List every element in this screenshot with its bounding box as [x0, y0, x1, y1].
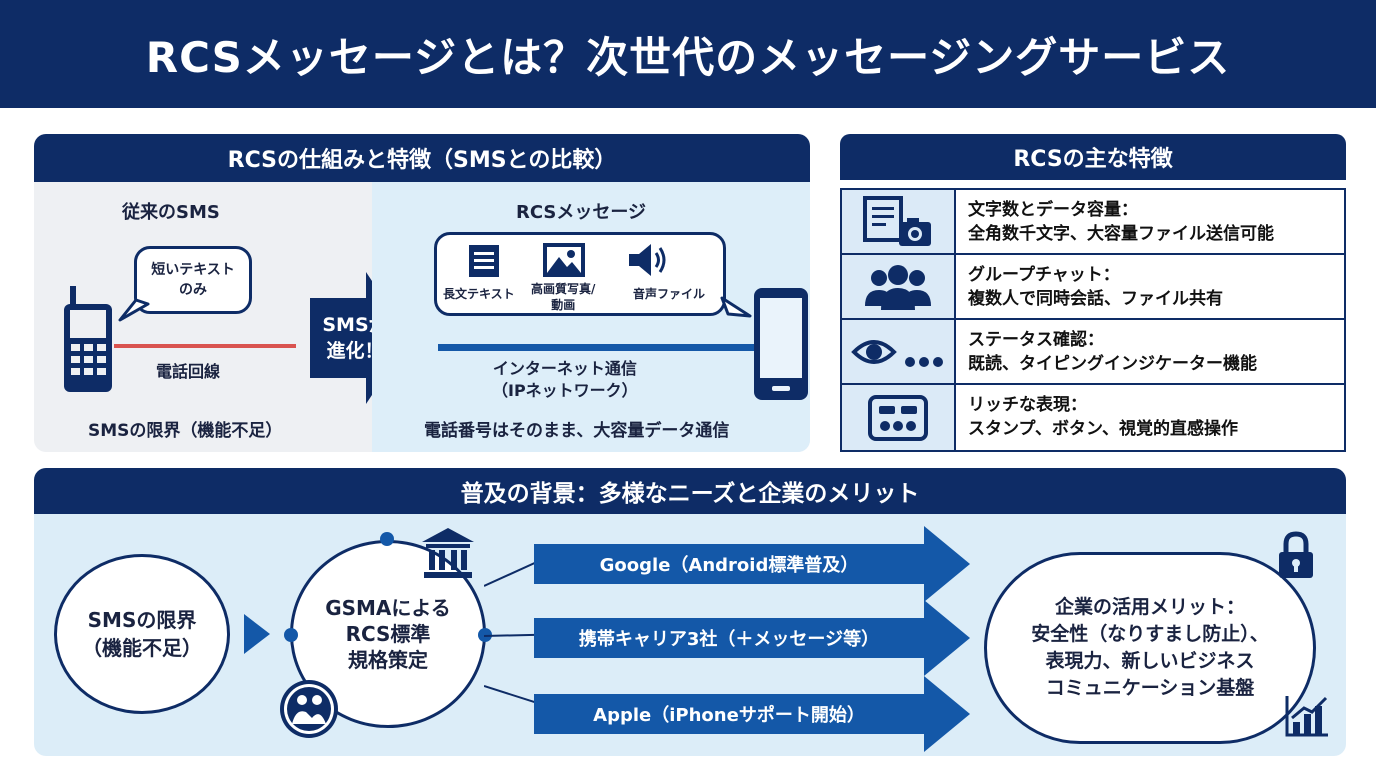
sms-limit-line2: （機能不足） [82, 636, 202, 660]
small-arrow-icon [244, 614, 270, 654]
evolve-line2: 進化！ [326, 340, 384, 362]
feature-row: グループチャット： 複数人で同時会話、ファイル共有 [842, 255, 1344, 320]
sms-bubble-line2: のみ [179, 282, 207, 298]
document-icon [469, 245, 499, 277]
features-table: 文字数とデータ容量： 全角数千文字、大容量ファイル送信可能 グループチャット： … [840, 188, 1346, 452]
comparison-header: RCSの仕組みと特徴（SMSとの比較） [34, 134, 810, 182]
background-header: 普及の背景：多様なニーズと企業のメリット [34, 468, 1346, 514]
internet-line [438, 344, 758, 351]
rcs-side: RCSメッセージ 長文テキスト 高画質写真/ 動画 音声フ [372, 182, 810, 452]
feature-phone-icon [64, 286, 112, 392]
benefit-line3: 表現力、新しいビジネス [1045, 650, 1255, 672]
feature-row: ステータス確認： 既読、タイピングインジケーター機能 [842, 320, 1344, 385]
sms-bubble-tail [118, 298, 150, 322]
sms-title: 従来のSMS [122, 202, 220, 223]
rcs-feature-audio: 音声ファイル [633, 287, 706, 301]
document-camera-icon [863, 195, 931, 246]
sms-limit-circle: SMSの限界 （機能不足） [54, 554, 230, 714]
node-dot [284, 628, 298, 642]
internet-label: インターネット通信 （IPネットワーク） [492, 358, 638, 402]
features-header: RCSの主な特徴 [840, 134, 1346, 180]
image-icon [543, 243, 585, 277]
node-dot [380, 532, 394, 546]
rcs-feature-photo-line1: 高画質写真/ [531, 282, 596, 296]
internet-label-line2: （IPネットワーク） [492, 381, 638, 400]
lock-icon [1279, 531, 1313, 578]
rcs-feature-photo-line2: 動画 [551, 298, 576, 312]
internet-label-line1: インターネット通信 [492, 359, 637, 378]
rcs-feature-photo: 高画質写真/ 動画 [531, 281, 595, 313]
arrow-head-apple [924, 676, 970, 752]
page-title: RCSメッセージとは？次世代のメッセージングサービス [145, 32, 1231, 82]
benefit-line4: コミュニケーション基盤 [1045, 677, 1255, 699]
rcs-footer: 電話番号はそのまま、大容量データ通信 [424, 421, 730, 441]
title-bar: RCSメッセージとは？次世代のメッセージングサービス [0, 0, 1376, 108]
feature-title: グループチャット： [968, 265, 1120, 285]
institution-icon [422, 528, 474, 578]
sms-footer: SMSの限界（機能不足） [88, 421, 283, 441]
rcs-bubble-tail [720, 296, 752, 318]
gsma-line2: RCS標準 [345, 622, 431, 646]
feature-desc: 既読、タイピングインジケーター機能 [968, 354, 1257, 374]
feature-title: リッチな表現： [968, 395, 1087, 415]
sms-side: 従来のSMS 短いテキスト のみ 電話回線 SMSの限界（機能不足） [34, 182, 372, 452]
evolve-line1: SMSが [322, 314, 388, 336]
feature-desc: スタンプ、ボタン、視覚的直感操作 [968, 419, 1238, 439]
sms-bubble-line1: 短いテキスト [151, 262, 235, 278]
eye-typing-icon [851, 339, 943, 367]
rcs-bubble: 長文テキスト 高画質写真/ 動画 音声ファイル [434, 232, 726, 316]
sms-limit-line1: SMSの限界 [87, 608, 197, 632]
benefit-line1: 企業の活用メリット： [1054, 596, 1245, 618]
gsma-line1: GSMAによる [325, 596, 451, 620]
arrow-carriers: 携帯キャリア3社（＋メッセージ等） [534, 618, 924, 658]
evolve-label: SMSが 進化！ [320, 312, 390, 364]
smartphone-icon [754, 288, 808, 400]
arrow-head-carriers [924, 600, 970, 676]
sms-bubble: 短いテキスト のみ [134, 246, 252, 314]
background-panel: 普及の背景：多様なニーズと企業のメリット SMSの限界 （機能不足） GSMAに… [34, 468, 1346, 756]
feature-row: 文字数とデータ容量： 全角数千文字、大容量ファイル送信可能 [842, 190, 1344, 255]
gsma-line3: 規格策定 [348, 648, 428, 672]
arrow-google: Google（Android標準普及） [534, 544, 924, 584]
comparison-panel: RCSの仕組みと特徴（SMSとの比較） 従来のSMS 短いテキスト のみ 電話回… [34, 134, 810, 452]
phone-line-label: 電話回線 [156, 362, 221, 381]
speaker-icon [629, 244, 666, 276]
arrow-apple: Apple（iPhoneサポート開始） [534, 694, 924, 734]
benefit-line2: 安全性（なりすまし防止）、 [1031, 623, 1269, 645]
group-icon [865, 264, 931, 310]
benefit-oval: 企業の活用メリット： 安全性（なりすまし防止）、 表現力、新しいビジネス コミュ… [984, 552, 1316, 744]
rcs-feature-text: 長文テキスト [443, 287, 515, 301]
feature-title: 文字数とデータ容量： [968, 200, 1138, 220]
rcs-title: RCSメッセージ [516, 202, 647, 223]
feature-row: リッチな表現： スタンプ、ボタン、視覚的直感操作 [842, 385, 1344, 450]
feature-desc: 複数人で同時会話、ファイル共有 [968, 289, 1223, 309]
growth-chart-icon [1285, 696, 1328, 737]
feature-title: ステータス確認： [968, 330, 1104, 350]
phone-line [114, 344, 296, 348]
features-panel: RCSの主な特徴 文字数とデータ容量： 全角数千文字、大容量ファイル送信可能 [840, 134, 1346, 452]
arrow-head-google [924, 526, 970, 602]
feature-desc: 全角数千文字、大容量ファイル送信可能 [968, 224, 1274, 244]
collaboration-icon [280, 680, 338, 738]
rich-ui-icon [868, 394, 928, 441]
